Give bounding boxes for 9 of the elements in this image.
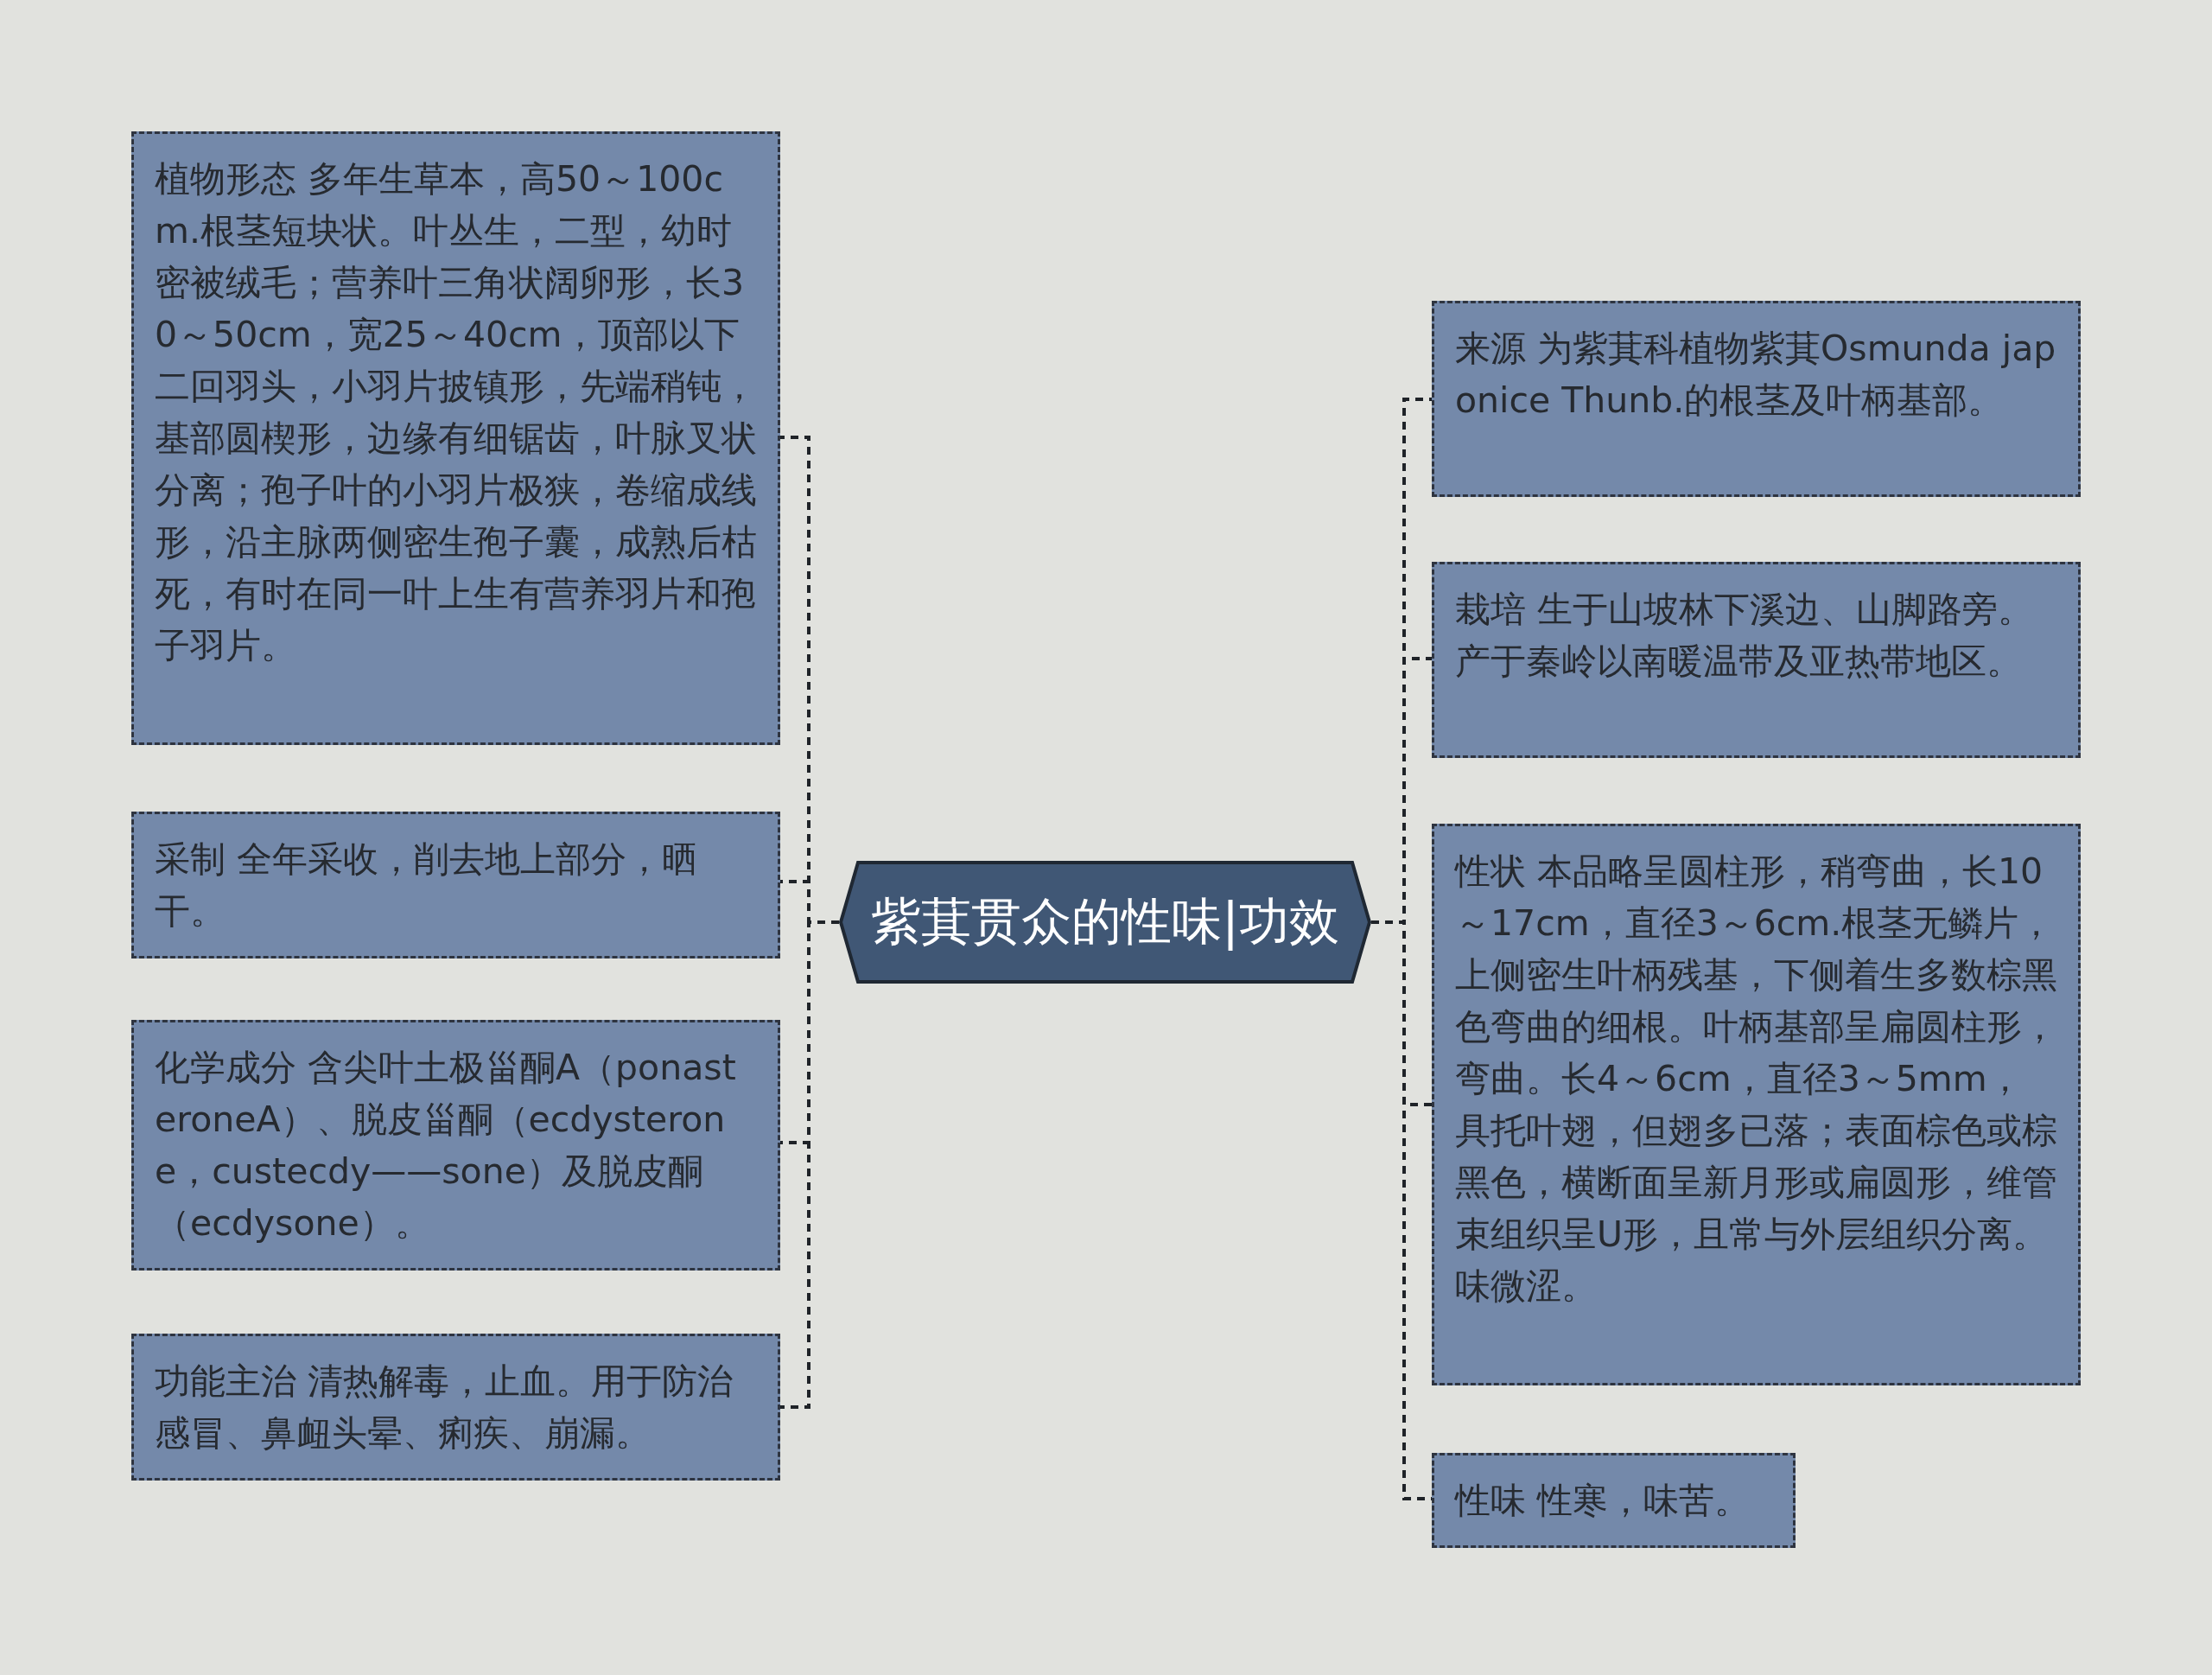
topic-box: 采制 全年采收，削去地上部分，晒干。 [131, 812, 780, 959]
topic-box: 植物形态 多年生草本，高50～100cm.根茎短块状。叶丛生，二型，幼时密被绒毛；营养叶三角状阔卵形，长30～50cm，宽25～40cm，顶部以下二回羽头，小羽片披镇形，先端稍钝，基部圆楔形，边缘有细锯齿，叶脉叉状分离；孢子叶的小羽片极狭，卷缩成线形，沿主脉两侧密生孢子囊，成熟后枯死，有时在同一叶上生有营养羽片和孢子羽片。 [131, 131, 780, 745]
topic-box: 栽培 生于山坡林下溪边、山脚路旁。产于秦岭以南暖温带及亚热带地区。 [1432, 562, 2081, 758]
topic-box: 功能主治 清热解毒，止血。用于防治感冒、鼻衄头晕、痢疾、崩漏。 [131, 1334, 780, 1481]
topic-box: 化学成分 含尖叶土极甾酮A（ponasteroneA）、脱皮甾酮（ecdysterone，custecdy——sone）及脱皮酮（ecdysone）。 [131, 1020, 780, 1271]
topic-hexagon: 紫萁贯众的性味|功效 [839, 861, 1371, 984]
topic-box: 性味 性寒，味苦。 [1432, 1453, 1796, 1548]
topic-box: 性状 本品略呈圆柱形，稍弯曲，长10～17cm，直径3～6cm.根茎无鳞片，上侧密生叶柄残基，下侧着生多数棕黑色弯曲的细根。叶柄基部呈扁圆柱形，弯曲。长4～6cm，直径3～5mm，具托叶翅，但翅多已落；表面棕色或棕黑色，横断面呈新月形或扁圆形，维管束组织呈U形，且常与外层组织分离。味微涩。 [1432, 824, 2081, 1385]
topic-box: 来源 为紫萁科植物紫萁Osmunda japonice Thunb.的根茎及叶柄基部。 [1432, 301, 2081, 497]
